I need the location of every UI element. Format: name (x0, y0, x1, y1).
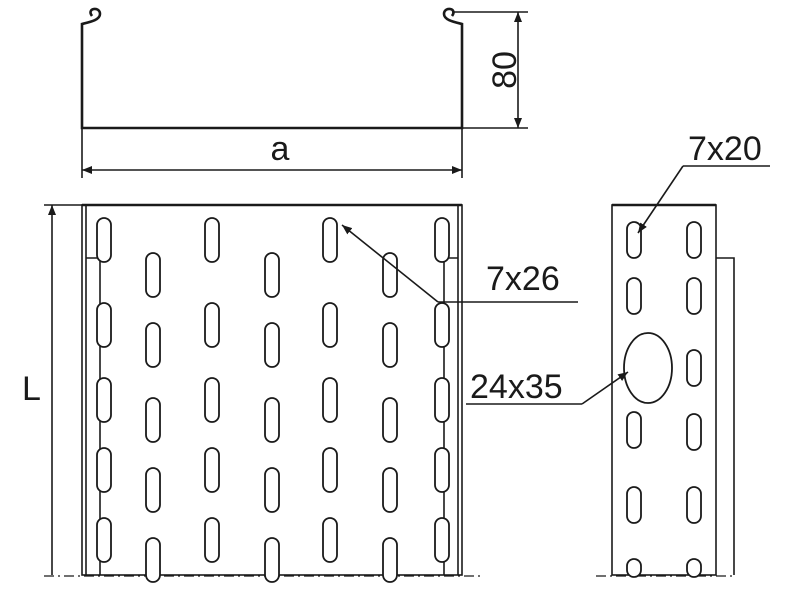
bottom-slot (434, 517, 450, 563)
bottom-slot (204, 447, 220, 493)
bottom-slot (204, 377, 220, 423)
side-slot (686, 486, 702, 524)
bottom-slot (204, 302, 220, 348)
side-slot (686, 413, 702, 451)
bottom-slot (322, 302, 338, 348)
bottom-slot (322, 377, 338, 423)
bottom-plan-view: L 7x26 (22, 203, 578, 583)
side-oval-label: 24x35 (470, 368, 563, 406)
bottom-slot (382, 322, 398, 368)
bottom-slot-leader (341, 224, 439, 303)
bottom-slot (264, 252, 280, 298)
side-slot (626, 558, 642, 578)
side-slot (626, 486, 642, 524)
bottom-slot (322, 217, 338, 263)
bottom-slot-label: 7x26 (486, 260, 560, 298)
bottom-slot (96, 302, 112, 348)
side-slot (626, 277, 642, 315)
bottom-slot (145, 252, 161, 298)
bottom-slot (96, 217, 112, 263)
bottom-slot (204, 517, 220, 563)
side-slot (686, 558, 702, 578)
bottom-slot-grid (96, 217, 450, 583)
bottom-slot (264, 322, 280, 368)
bottom-slot (434, 302, 450, 348)
bottom-slot (382, 467, 398, 513)
side-slot (626, 221, 642, 259)
bottom-slot (264, 537, 280, 583)
side-oval-hole (623, 332, 673, 404)
bottom-slot (264, 467, 280, 513)
bottom-slot (264, 397, 280, 443)
bottom-slot (382, 537, 398, 583)
bottom-slot (96, 517, 112, 563)
side-slot (686, 221, 702, 259)
side-slot (626, 411, 642, 449)
bottom-slot (145, 537, 161, 583)
bottom-slot (322, 517, 338, 563)
bottom-slot (145, 467, 161, 513)
bottom-slot (145, 397, 161, 443)
width-dimension-label: a (271, 130, 290, 168)
bottom-slot (434, 217, 450, 263)
bottom-slot (322, 447, 338, 493)
bottom-slot (382, 397, 398, 443)
bottom-slot (204, 217, 220, 263)
side-slot (686, 277, 702, 315)
side-oval-leader (581, 371, 629, 405)
height-dimension-label: 80 (486, 51, 524, 89)
side-slot-leader (637, 165, 684, 234)
cross-section-view: 80 a (80, 7, 528, 178)
bottom-slot (96, 447, 112, 493)
bottom-slot (382, 252, 398, 298)
side-wall-view: 7x20 24x35 (466, 130, 770, 578)
side-slot-grid (626, 221, 702, 578)
length-dimension-label: L (22, 370, 41, 408)
side-wall-return-flange (716, 257, 735, 575)
bottom-slot (434, 447, 450, 493)
side-slot-label: 7x20 (688, 130, 762, 168)
bottom-slot (96, 377, 112, 423)
bottom-slot (145, 322, 161, 368)
cross-section-profile (80, 7, 464, 130)
bottom-slot (434, 377, 450, 423)
side-slot (686, 349, 702, 387)
